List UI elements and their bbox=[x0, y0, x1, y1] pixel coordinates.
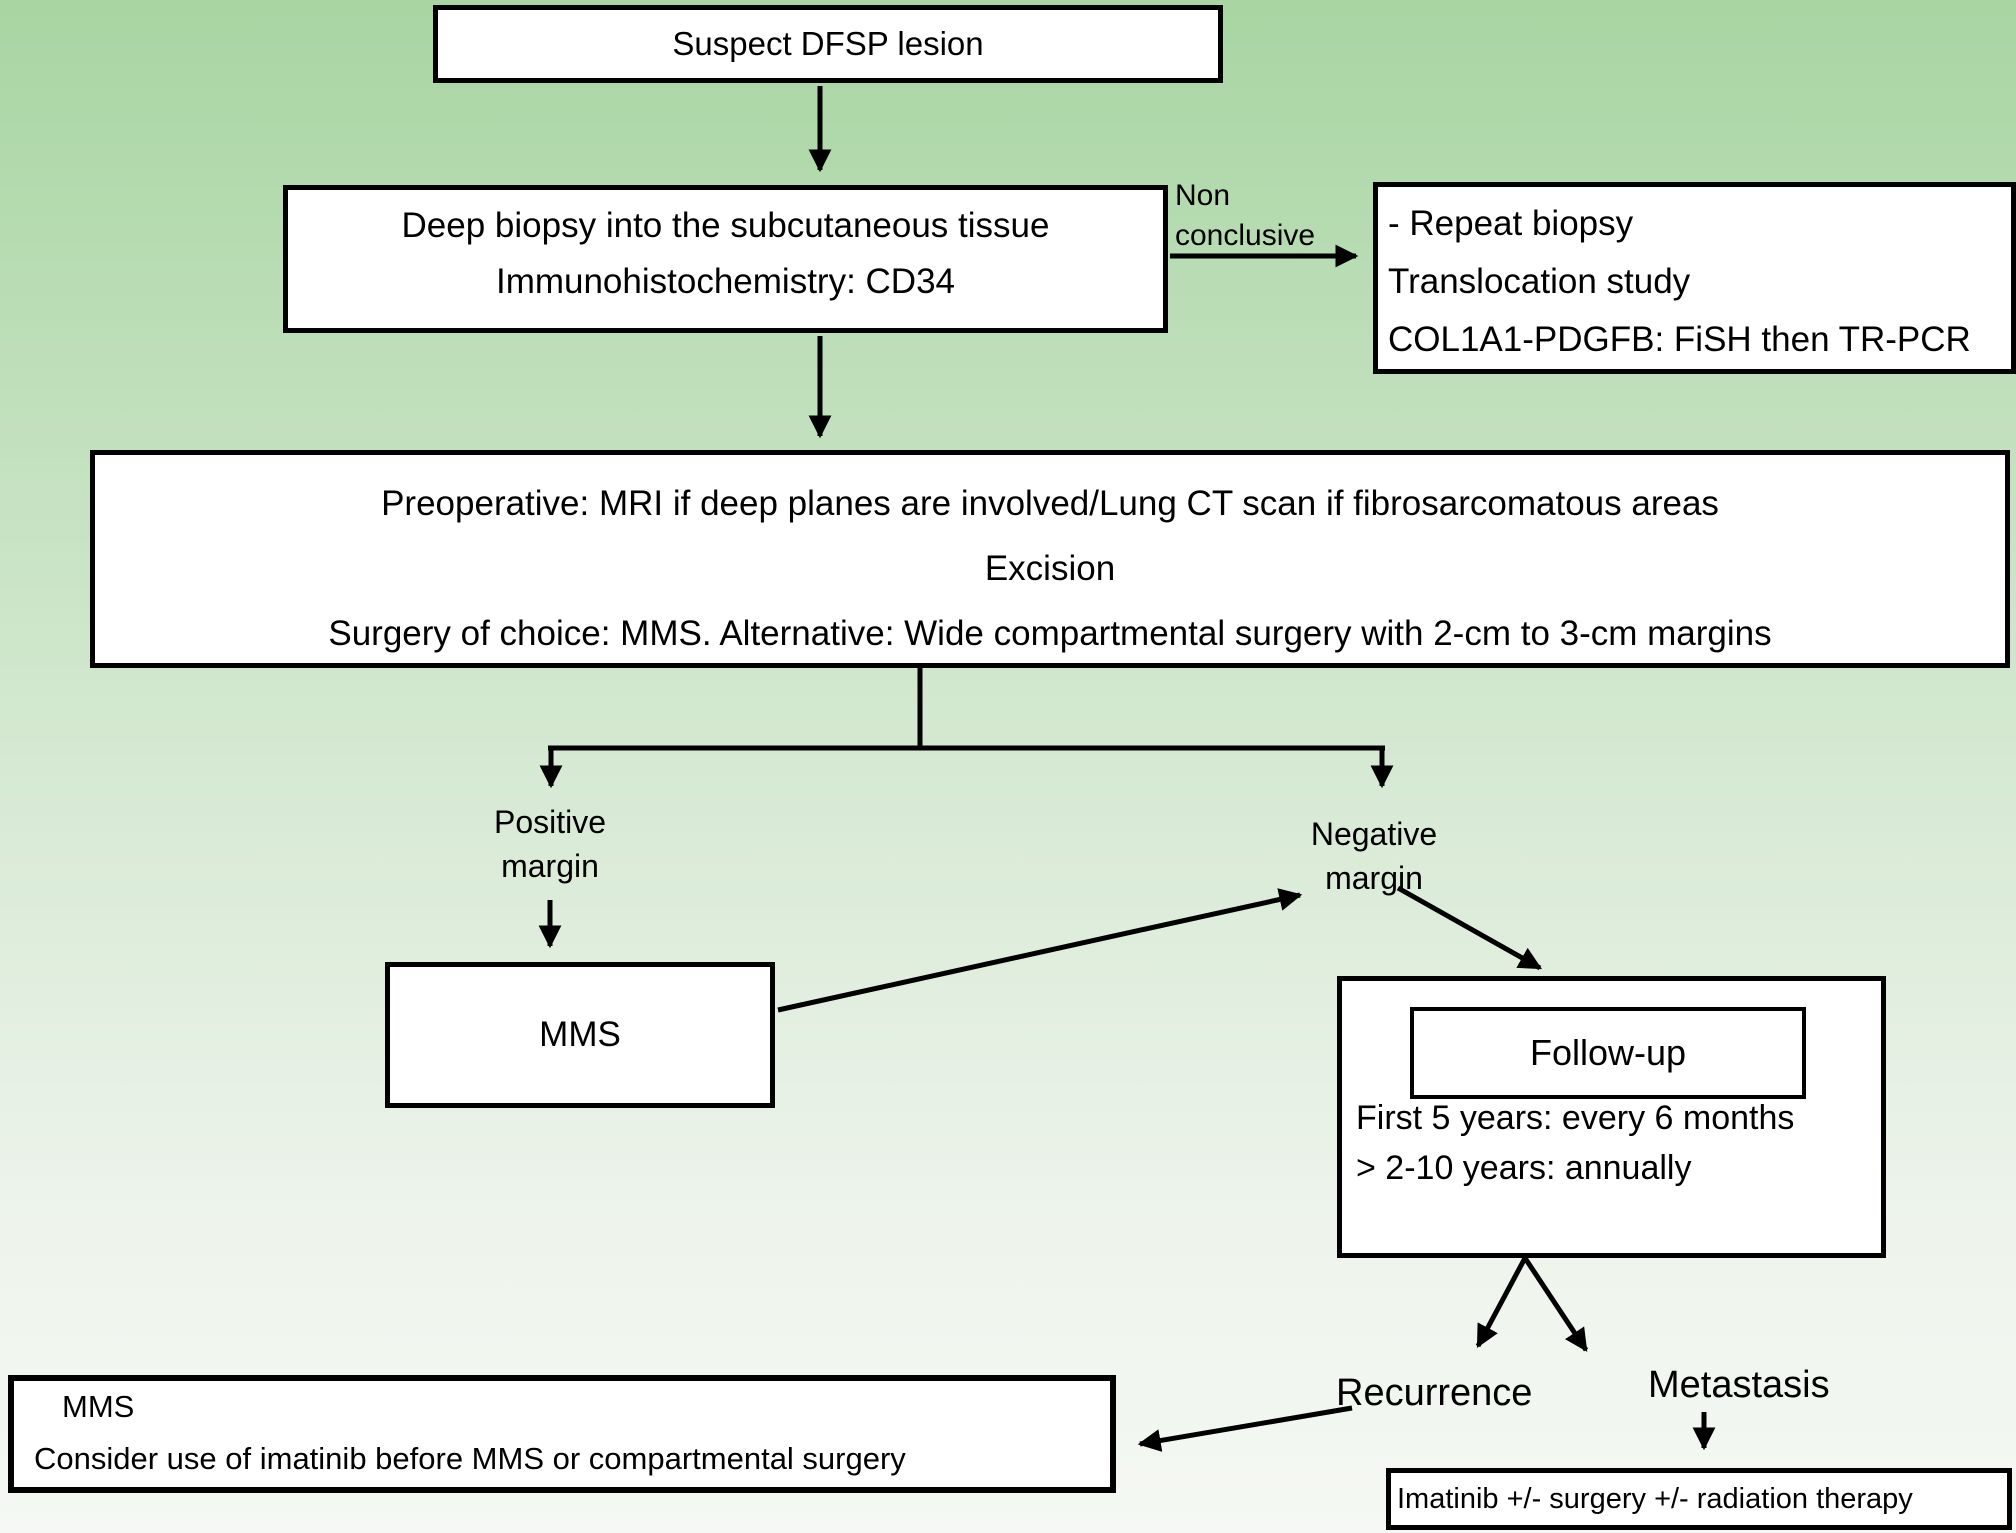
node-follow-up-schedule: First 5 years: every 6 months > 2-10 yea… bbox=[1356, 1099, 1795, 1187]
node-deep-biopsy: Deep biopsy into the subcutaneous tissue… bbox=[283, 185, 1168, 333]
node-imatinib-therapy-label: Imatinib +/- surgery +/- radiation thera… bbox=[1397, 1482, 1913, 1515]
node-repeat-biopsy: - Repeat biopsy Translocation study COL1… bbox=[1373, 182, 2016, 374]
node-follow-up-title: Follow-up bbox=[1529, 1032, 1687, 1073]
node-mms-consider-imatinib-line1: MMS bbox=[62, 1389, 135, 1424]
node-mms-consider-imatinib-line2: Consider use of imatinib before MMS or c… bbox=[34, 1441, 906, 1476]
node-preoperative-excision: Preoperative: MRI if deep planes are inv… bbox=[90, 450, 2010, 668]
node-suspect-dfsp-lesion-label: Suspect DFSP lesion bbox=[672, 25, 984, 62]
branch-label-metastasis: Metastasis bbox=[1648, 1364, 1830, 1406]
arrow-followup-to-metastasis bbox=[1522, 1256, 1589, 1352]
node-suspect-dfsp-lesion: Suspect DFSP lesion bbox=[433, 5, 1223, 83]
node-mms: MMS bbox=[385, 962, 775, 1108]
branch-label-negative-margin: Negative margin bbox=[1310, 816, 1438, 896]
node-mms-label: MMS bbox=[539, 1015, 621, 1054]
branch-connector bbox=[548, 668, 1385, 751]
branch-label-positive-margin: Positive margin bbox=[493, 804, 607, 884]
arrow-followup-to-recurrence bbox=[1475, 1256, 1528, 1349]
branch-label-recurrence: Recurrence bbox=[1336, 1372, 1533, 1414]
edge-label-non-conclusive: Non conclusive bbox=[1175, 179, 1316, 252]
node-preoperative-excision-label: Preoperative: MRI if deep planes are inv… bbox=[328, 484, 1772, 653]
arrow-recurrence-to-mms2 bbox=[1137, 1405, 1353, 1452]
arrow-negative-to-followup bbox=[1396, 885, 1543, 971]
node-deep-biopsy-label: Deep biopsy into the subcutaneous tissue… bbox=[401, 206, 1050, 301]
arrow-mms-to-negative bbox=[777, 888, 1303, 1013]
node-follow-up: Follow-up First 5 years: every 6 months … bbox=[1337, 976, 1886, 1258]
node-imatinib-therapy: Imatinib +/- surgery +/- radiation thera… bbox=[1386, 1468, 2012, 1530]
node-mms-consider-imatinib: MMS Consider use of imatinib before MMS … bbox=[8, 1375, 1116, 1493]
node-follow-up-title-box: Follow-up bbox=[1410, 1007, 1806, 1099]
node-repeat-biopsy-label: - Repeat biopsy Translocation study COL1… bbox=[1388, 204, 1971, 359]
